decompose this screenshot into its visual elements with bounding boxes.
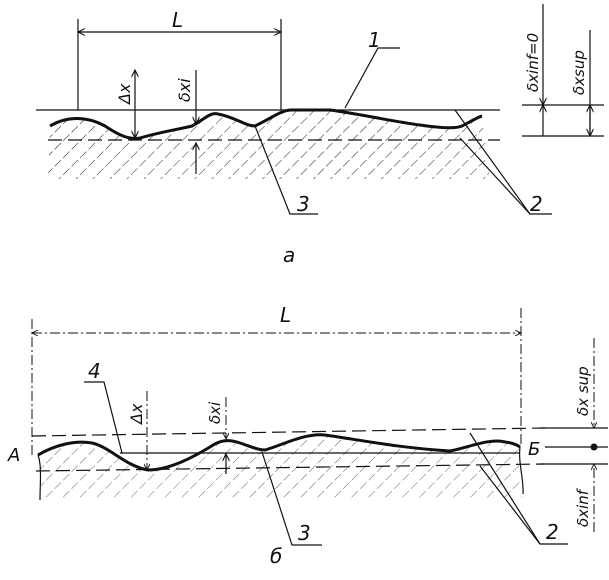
caption-a: а (283, 243, 295, 267)
length-label: L (280, 303, 291, 327)
local-deviation-label: δxi (175, 78, 194, 102)
deviation-label: Δx (115, 83, 134, 106)
callout-1: 1 (368, 28, 381, 52)
diagram-a: L Δx δxi 1 2 3 δxinf=0 δxsup а (36, 4, 604, 267)
callout-4: 4 (88, 359, 101, 383)
tolerance-sup-label: δx sup (574, 366, 592, 416)
callout-3: 3 (297, 192, 310, 216)
deviation-label: Δx (127, 403, 146, 426)
material-hatch (48, 110, 490, 179)
surface-profile (49, 108, 483, 140)
point-a-label: A (7, 445, 20, 466)
diagram-b: L A Б Δx δxi 4 3 2 δx sup δxinf б (7, 303, 608, 568)
tolerance-sup-label: δxsup (570, 50, 588, 95)
caption-b: б (270, 544, 282, 568)
callout-3: 3 (298, 521, 311, 545)
local-deviation-label: δxi (206, 401, 224, 424)
length-label: L (172, 8, 183, 32)
surface-profile (37, 433, 521, 472)
callout-2: 2 (546, 520, 559, 544)
tolerance-inf-label: δxinf=0 (524, 33, 542, 92)
material-hatch (38, 434, 522, 498)
callout-2: 2 (530, 192, 543, 216)
center-dot (590, 443, 598, 451)
upper-limit-line (31, 427, 546, 437)
point-b-label: Б (528, 439, 540, 460)
lower-limit-line (35, 463, 546, 472)
tolerance-inf-label: δxinf (574, 487, 592, 527)
